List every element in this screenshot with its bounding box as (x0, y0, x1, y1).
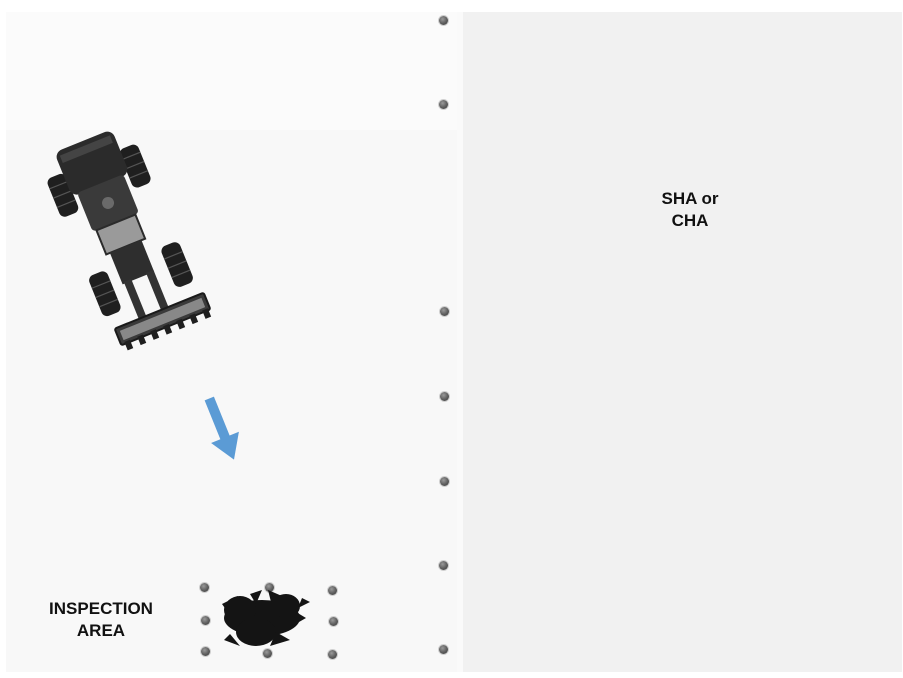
inspection-marker (328, 586, 337, 595)
zone-boundary (457, 12, 463, 672)
boundary-marker (440, 307, 449, 316)
inspection-marker (201, 616, 210, 625)
inspection-label-line2: AREA (76, 621, 126, 640)
sha-cha-label: SHA or CHA (630, 188, 750, 232)
sha-cha-label-line2: CHA (671, 211, 709, 230)
inspection-marker (263, 649, 272, 658)
inspection-marker (329, 617, 338, 626)
inspection-marker (265, 583, 274, 592)
boundary-marker (439, 100, 448, 109)
sha-cha-label-line1: SHA or (661, 189, 719, 208)
inspection-marker (201, 647, 210, 656)
inspection-label-line1: INSPECTION (49, 599, 153, 618)
sha-cha-zone (462, 12, 902, 672)
clear-zone-top (6, 12, 462, 130)
inspection-marker (328, 650, 337, 659)
boundary-marker (440, 477, 449, 486)
boundary-marker (439, 561, 448, 570)
boundary-marker (439, 645, 448, 654)
inspection-marker (200, 583, 209, 592)
boundary-marker (440, 392, 449, 401)
boundary-marker (439, 16, 448, 25)
inspection-area-label: INSPECTION AREA (26, 598, 176, 642)
